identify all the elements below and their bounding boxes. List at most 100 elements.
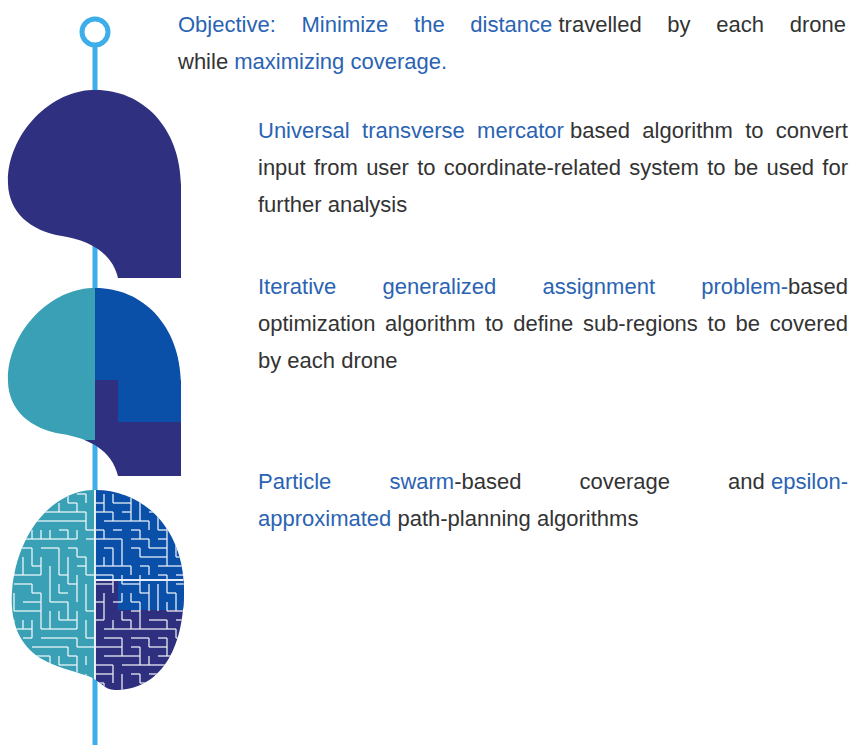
path-stroke <box>86 574 95 575</box>
path-stroke <box>167 655 176 656</box>
path-stroke <box>31 530 32 539</box>
path-stroke <box>67 557 68 566</box>
path-stroke <box>122 493 131 494</box>
path-stroke <box>76 674 77 683</box>
path-stroke <box>121 539 122 548</box>
path-stroke <box>140 592 149 593</box>
path-stroke <box>76 530 77 539</box>
path-stroke <box>95 574 104 575</box>
path-stroke <box>149 646 158 647</box>
path-stroke <box>41 655 50 656</box>
path-stroke <box>121 683 122 692</box>
path-stroke <box>77 565 86 566</box>
path-stroke <box>140 556 149 557</box>
path-stroke <box>50 601 59 602</box>
path-stroke <box>86 529 95 530</box>
path-stroke <box>103 530 104 539</box>
path-stroke <box>40 674 41 683</box>
path-stroke <box>104 574 113 575</box>
path-stroke <box>131 664 140 665</box>
path-stroke <box>40 557 41 566</box>
path-stroke <box>68 682 77 683</box>
path-stroke <box>149 619 158 620</box>
path-stroke <box>67 530 68 539</box>
path-stroke <box>166 620 167 629</box>
path-stroke <box>149 493 158 494</box>
path-stroke <box>140 628 149 629</box>
path-stroke <box>103 503 104 512</box>
path-stroke <box>112 674 113 683</box>
highlight-text: Particle swarm <box>258 469 454 494</box>
path-stroke <box>31 665 32 674</box>
path-stroke <box>85 620 86 629</box>
path-stroke <box>23 511 32 512</box>
path-stroke <box>149 664 158 665</box>
path-stroke <box>176 556 185 557</box>
path-stroke <box>59 601 68 602</box>
path-stroke <box>158 664 167 665</box>
path-stroke <box>14 520 23 521</box>
path-stroke <box>139 620 140 629</box>
path-stroke <box>131 601 140 602</box>
path-stroke <box>32 655 41 656</box>
path-stroke <box>139 548 140 557</box>
path-stroke <box>167 610 176 611</box>
path-stroke <box>103 611 104 620</box>
path-stroke <box>41 628 50 629</box>
path-stroke <box>157 602 158 611</box>
path-stroke <box>76 593 77 602</box>
path-stroke <box>59 637 68 638</box>
path-stroke <box>104 628 113 629</box>
path-stroke <box>158 547 167 548</box>
path-stroke <box>157 584 158 593</box>
path-stroke <box>122 664 131 665</box>
path-stroke <box>41 664 50 665</box>
path-stroke <box>121 548 122 557</box>
path-stroke <box>40 494 41 503</box>
path-stroke <box>95 664 104 665</box>
path-stroke <box>32 574 41 575</box>
path-stroke <box>77 511 86 512</box>
path-stroke <box>140 637 149 638</box>
path-stroke <box>13 638 14 647</box>
subregion-shape <box>0 280 200 490</box>
path-stroke <box>158 673 167 674</box>
path-stroke <box>23 574 32 575</box>
path-stroke <box>59 646 68 647</box>
path-stroke <box>14 547 23 548</box>
path-stroke <box>67 575 68 584</box>
timeline-ring <box>82 19 108 45</box>
path-stroke <box>13 557 14 566</box>
path-stroke <box>166 638 167 647</box>
path-stroke <box>68 520 77 521</box>
path-stroke <box>85 512 86 521</box>
region-border <box>95 480 200 700</box>
path-stroke <box>85 593 86 602</box>
path-stroke <box>76 503 77 512</box>
path-stroke <box>113 655 122 656</box>
path-stroke <box>113 565 122 566</box>
path-stroke <box>158 646 167 647</box>
path-stroke <box>23 610 32 611</box>
path-stroke <box>41 502 50 503</box>
highlight-text: Iterative generalized assignment problem… <box>258 274 788 299</box>
path-stroke <box>167 511 176 512</box>
path-stroke <box>95 673 104 674</box>
path-stroke <box>41 646 50 647</box>
path-stroke <box>112 512 113 521</box>
path-stroke <box>13 494 14 503</box>
path-stroke <box>158 637 167 638</box>
path-stroke <box>13 602 14 611</box>
path-stroke <box>95 583 104 584</box>
path-stroke <box>158 619 167 620</box>
path-stroke <box>149 556 158 557</box>
path-stroke <box>112 494 113 503</box>
path-stroke <box>95 538 104 539</box>
highlight-text: Objective: Minimize the distance <box>178 12 552 37</box>
path-stroke <box>113 646 122 647</box>
path-stroke <box>76 575 77 584</box>
path-stroke <box>50 628 59 629</box>
path-stroke <box>59 493 68 494</box>
step-text: Particle swarm-based coverage andepsilon… <box>258 463 848 537</box>
path-stroke <box>131 520 140 521</box>
